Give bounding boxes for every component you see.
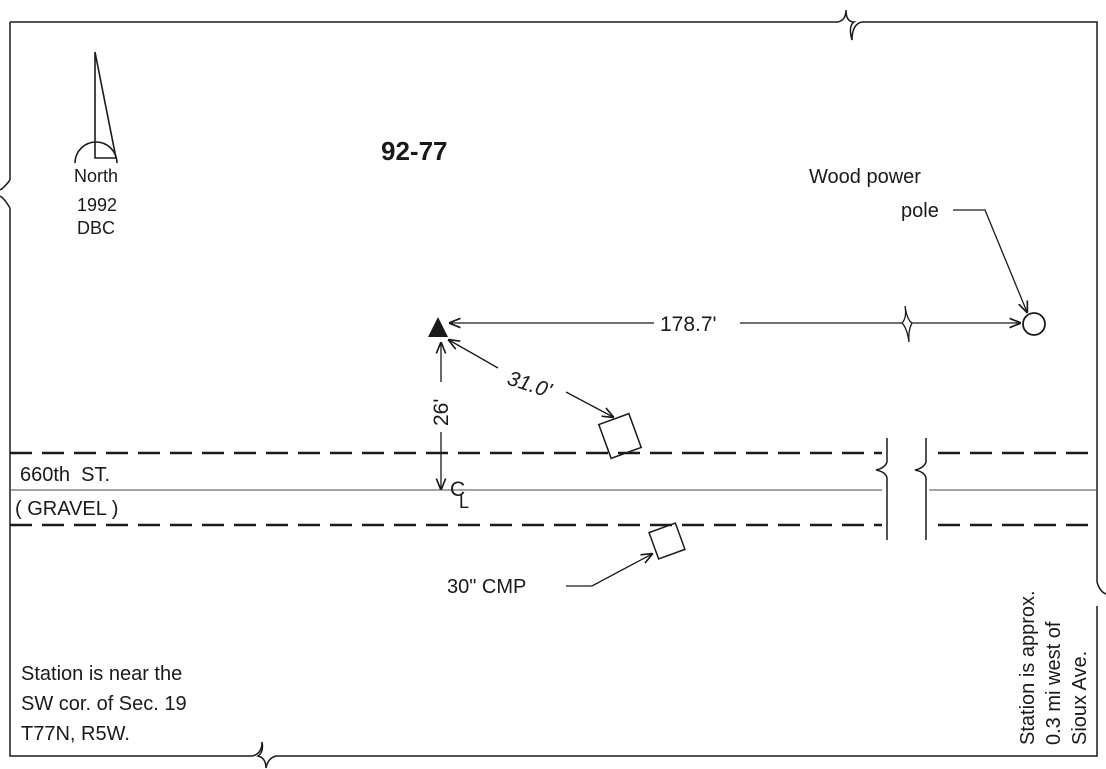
culvert-leader-line [566, 554, 652, 587]
dimension-line-to-culvert [449, 340, 613, 417]
location-note-line1: Station is near the [21, 663, 182, 685]
centerline-symbol: C [450, 478, 465, 501]
north-initials: DBC [77, 218, 115, 238]
culvert-label: 30" CMP [447, 576, 526, 598]
pole-leader-line [953, 209, 1027, 312]
culvert-outlet-icon [648, 522, 686, 560]
location-note-line3: T77N, R5W. [21, 723, 130, 745]
pole-label-line1: Wood power [809, 166, 921, 188]
road-name: 660th ST. [20, 464, 110, 486]
sketch-border [0, 9, 1106, 769]
centerline-symbol-sub: L [459, 492, 469, 512]
north-year: 1992 [77, 195, 117, 215]
road-surface: ( GRAVEL ) [15, 498, 118, 520]
location-note-line2: SW cor. of Sec. 19 [21, 693, 187, 715]
north-arrow-icon [74, 51, 118, 164]
dimension-line-to-pole [450, 305, 1020, 343]
station-mark-icon [428, 317, 448, 337]
power-pole-icon [1022, 312, 1046, 336]
approx-note-line2: 0.3 mi west of [1043, 621, 1065, 745]
approx-note-line3: Sioux Ave. [1069, 651, 1091, 745]
station-title: 92-77 [381, 136, 448, 166]
road-edges [10, 451, 1097, 527]
distance-to-culvert-label: 31.0' [504, 367, 555, 403]
distance-to-pole-label: 178.7' [660, 313, 717, 336]
distance-to-centerline-label: 26' [430, 399, 453, 426]
approx-note-line1: Station is approx. [1017, 590, 1039, 745]
pole-label-line2: pole [901, 200, 939, 222]
culvert-inlet-icon [597, 412, 643, 460]
north-label: North [74, 166, 118, 186]
road-break-marks [875, 438, 927, 540]
road-break-gap [882, 440, 929, 538]
